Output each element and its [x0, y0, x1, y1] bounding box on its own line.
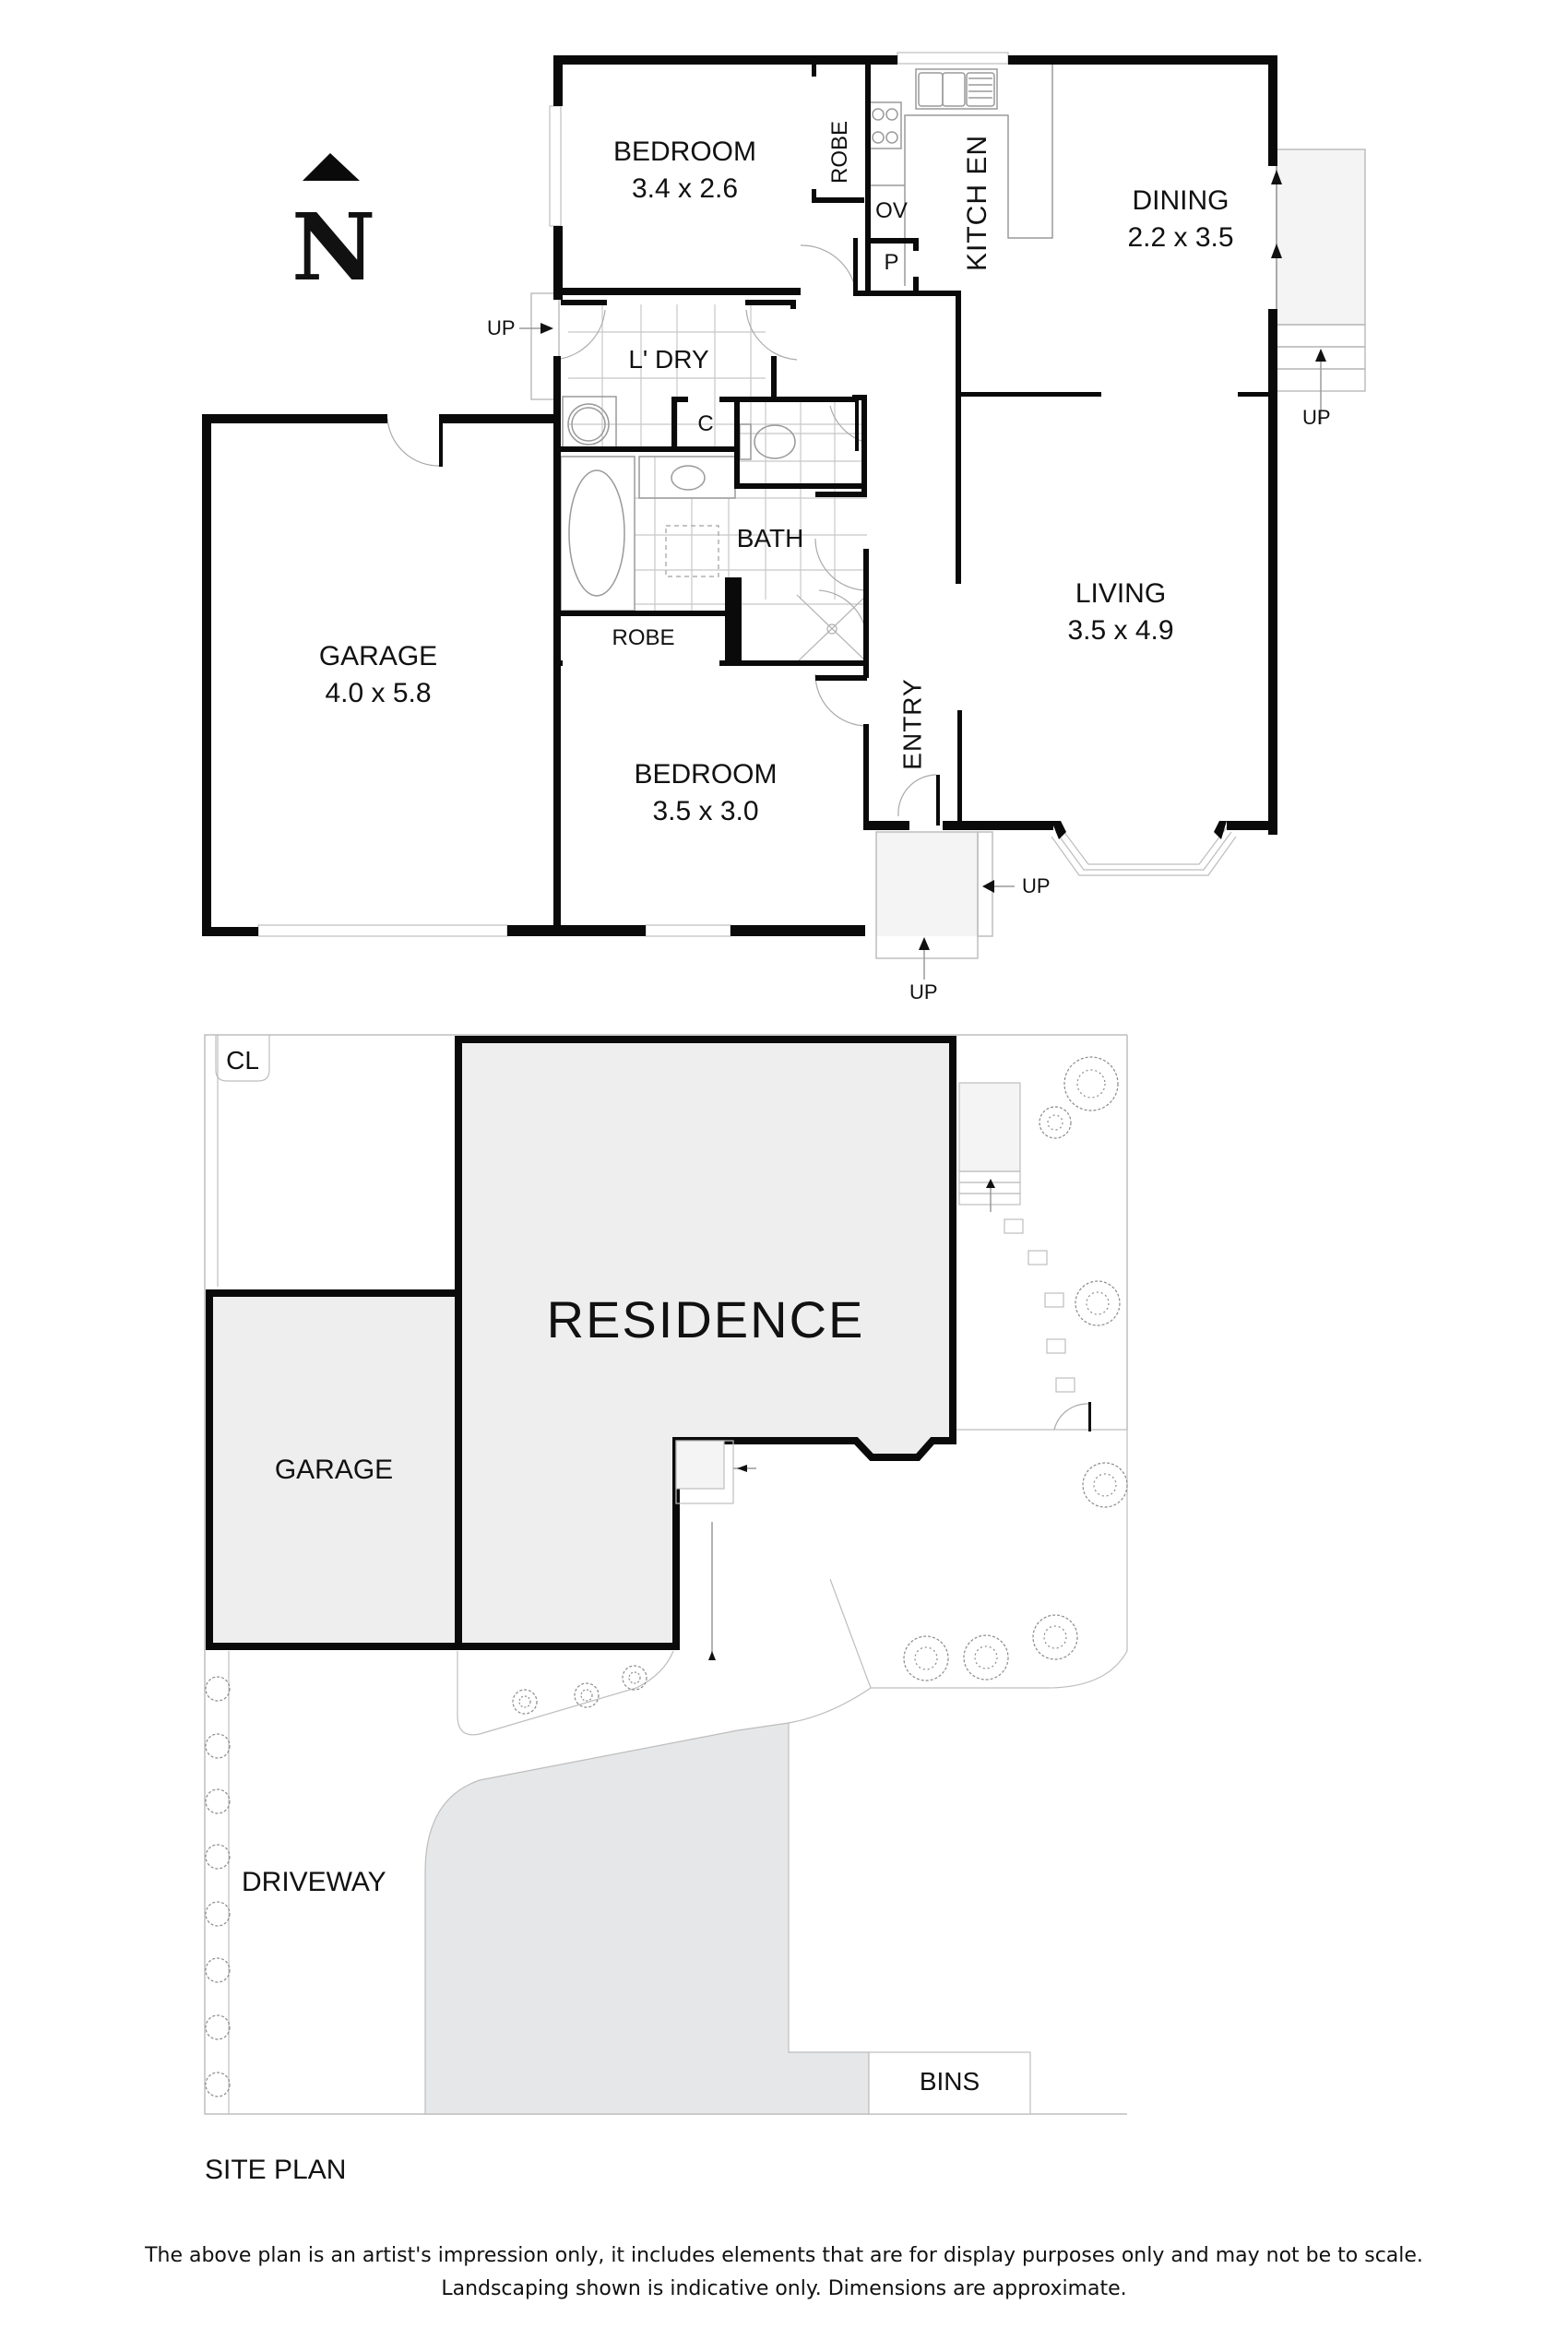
- site-garage-label: GARAGE: [274, 1455, 394, 1485]
- room-living: LIVING 3.5 x 4.9: [1067, 578, 1174, 646]
- stair-up-label-laundry: UP: [487, 316, 516, 339]
- site-driveway-label: DRIVEWAY: [242, 1867, 386, 1897]
- room-pantry: P: [884, 250, 899, 275]
- room-entry: ENTRY: [898, 678, 928, 770]
- bathtub-icon: [560, 456, 636, 612]
- room-dims: 3.4 x 2.6: [631, 173, 739, 204]
- stepping-stones: [1004, 1218, 1075, 1393]
- vanity-basin-icon: [638, 456, 736, 499]
- site-clothesline-label: CL: [226, 1046, 259, 1075]
- tree-icons: [205, 1056, 1128, 2097]
- room-cupboard: C: [697, 411, 714, 436]
- site-plan: [204, 1034, 1128, 2115]
- disclaimer-line-1: The above plan is an artist's impression…: [145, 2244, 1423, 2267]
- disclaimer-line-2: Landscaping shown is indicative only. Di…: [441, 2277, 1127, 2300]
- site-residence-label: RESIDENCE: [546, 1290, 865, 1348]
- laundry-tub-icon: [562, 396, 617, 451]
- stair-up-label-entry-front: UP: [909, 980, 938, 1004]
- room-bath: BATH: [736, 524, 804, 552]
- compass-north-label: N: [291, 193, 376, 302]
- stair-up-label-deck: UP: [1302, 406, 1331, 429]
- kitchen-sink-icon: [915, 68, 998, 110]
- disclaimer: The above plan is an artist's impression…: [0, 2239, 1568, 2306]
- room-laundry: L' DRY: [628, 345, 709, 374]
- room-oven: OV: [875, 198, 908, 223]
- room-bedroom-2: BEDROOM 3.5 x 3.0: [634, 759, 778, 826]
- north-arrow-icon: [303, 153, 360, 181]
- floor-plan: [202, 52, 1366, 980]
- stair-up-label-entry-side: UP: [1022, 874, 1051, 897]
- room-bedroom-1: BEDROOM 3.4 x 2.6: [572, 134, 798, 208]
- shower-icon: [796, 594, 868, 663]
- room-robe-2: ROBE: [612, 625, 675, 650]
- room-kitchen: KITCH EN: [962, 134, 993, 272]
- room-garage: GARAGE 4.0 x 5.8: [318, 641, 438, 708]
- cooktop-icon: [868, 101, 902, 149]
- toilet-icon: [739, 423, 796, 460]
- site-bins-label: BINS: [919, 2067, 980, 2096]
- room-robe-1: ROBE: [827, 120, 853, 184]
- site-plan-title: SITE PLAN: [205, 2155, 347, 2185]
- room-dining: DINING 2.2 x 3.5: [1127, 185, 1234, 253]
- room-name: BEDROOM: [612, 137, 756, 167]
